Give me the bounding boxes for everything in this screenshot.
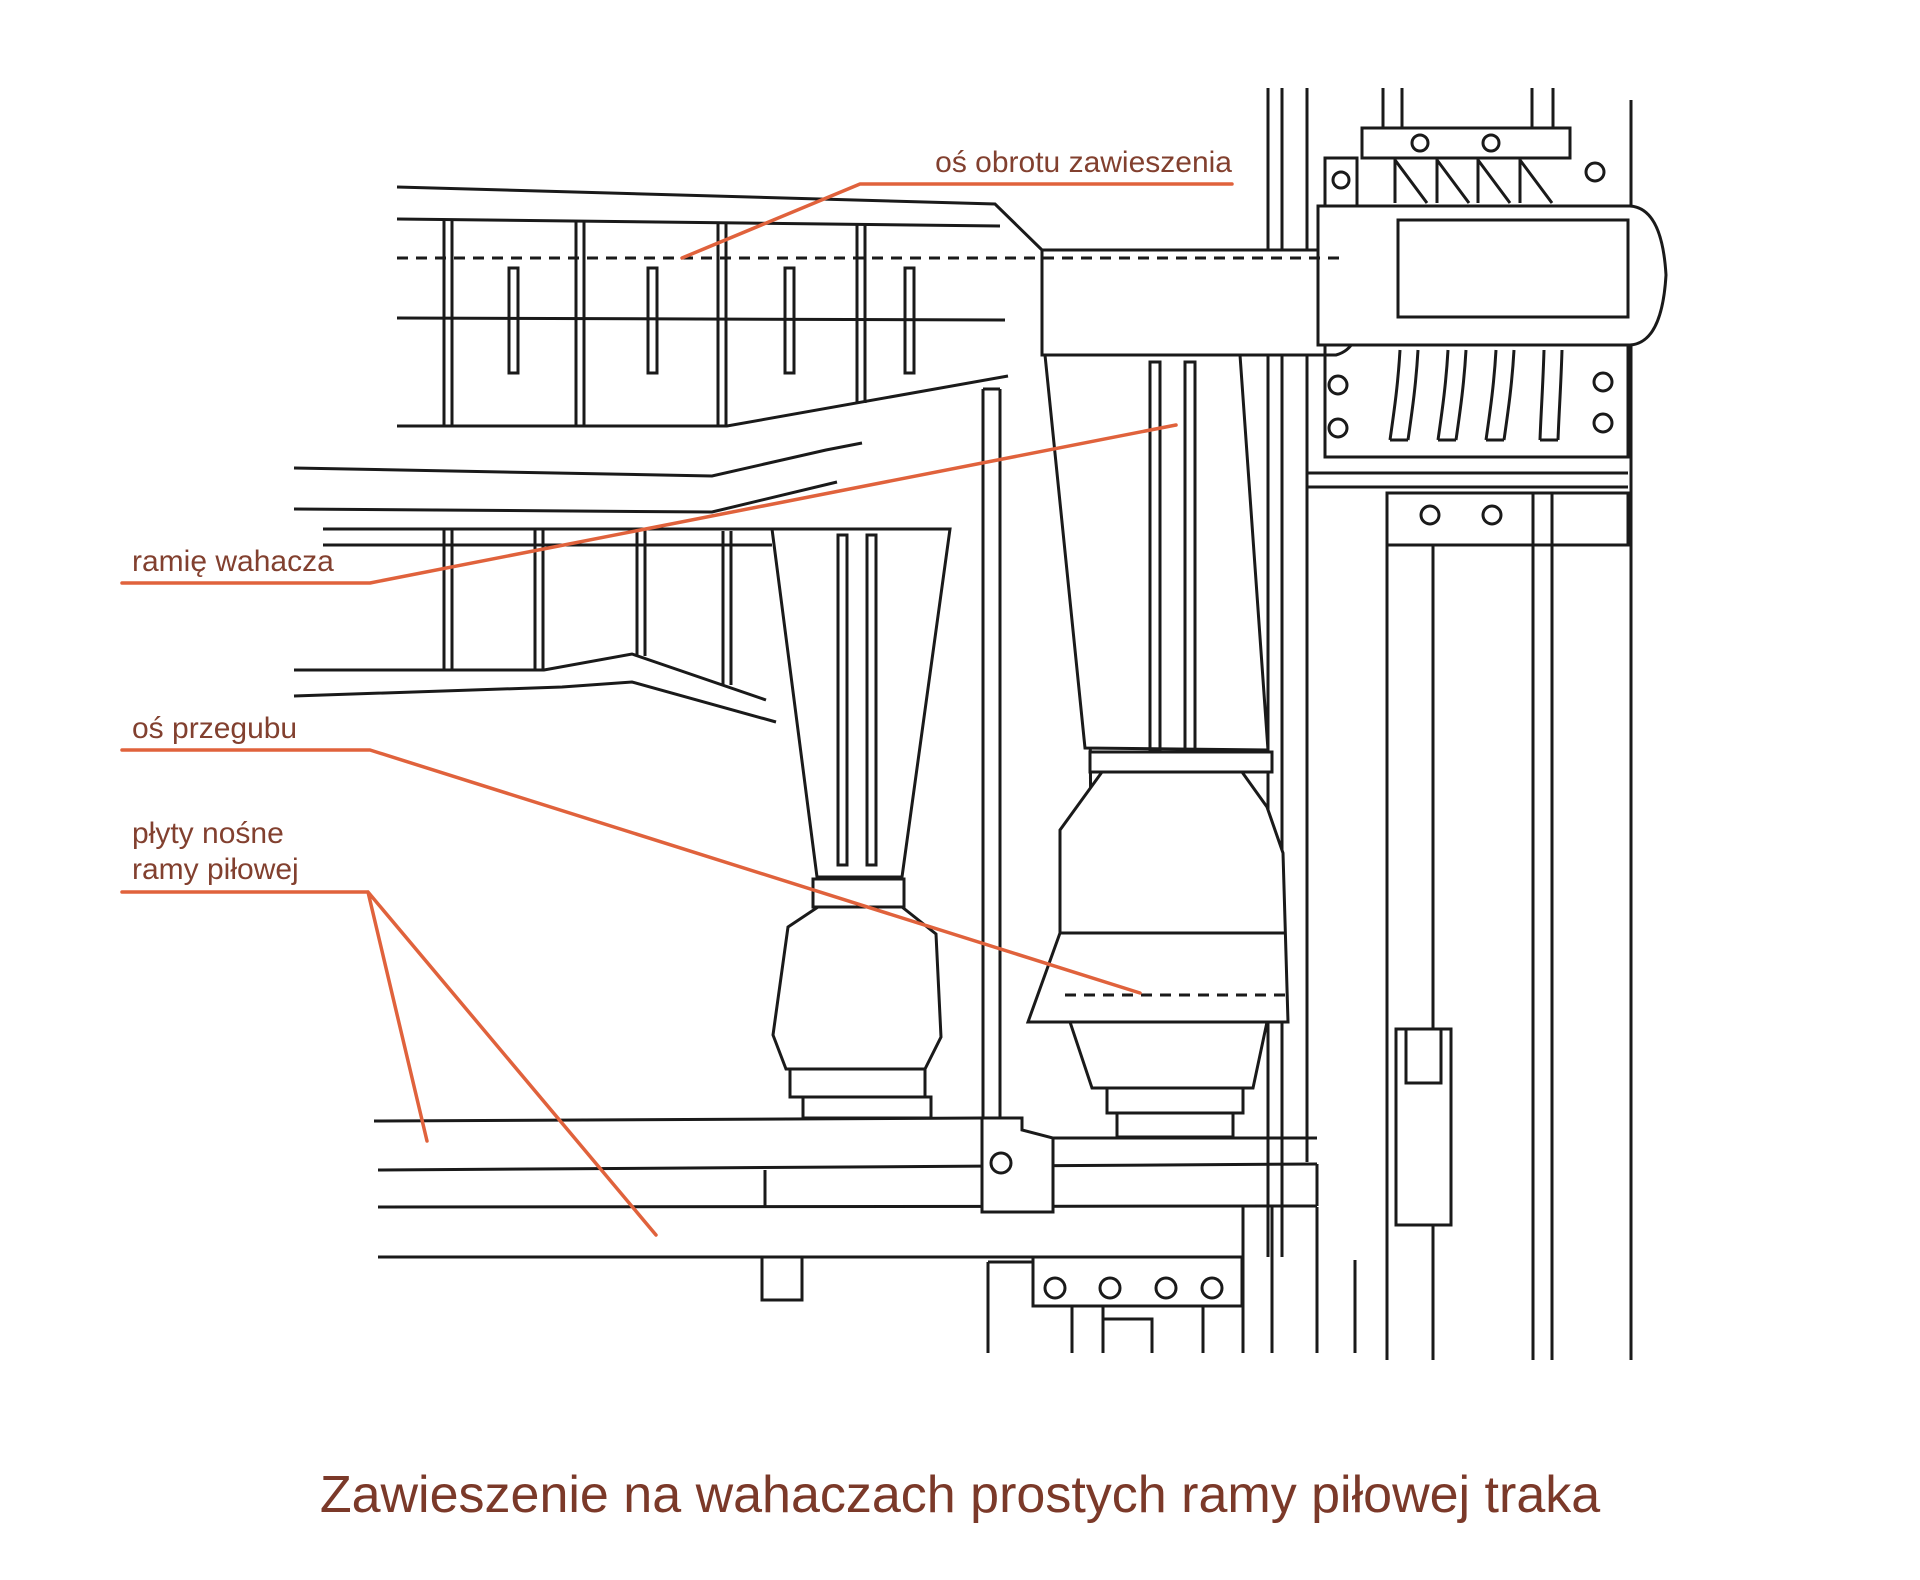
- swingarm-hub: [1040, 248, 1362, 357]
- labels: oś obrotu zawieszenia ramię wahacza oś p…: [132, 146, 1232, 886]
- diagram-title: Zawieszenie na wahaczach prostych ramy p…: [320, 1466, 1600, 1524]
- bottom-rails: [373, 1116, 1357, 1353]
- label-rocker-arm: ramię wahacza: [132, 545, 334, 578]
- label-joint-axis: oś przegubu: [132, 712, 297, 745]
- label-carrier-plates-line2: ramy piłowej: [132, 853, 299, 886]
- spring-bearing-assembly: [1305, 126, 1668, 1360]
- label-carrier-plates-line1: płyty nośne: [132, 817, 284, 850]
- leader-joint-axis: [120, 748, 1142, 995]
- leader-carrier-plates: [120, 890, 658, 1237]
- mid-swingarm: [293, 441, 863, 724]
- leader-pivot-axis: [680, 182, 1234, 260]
- axes: [397, 256, 1345, 997]
- leader-lines: [120, 182, 1234, 1237]
- label-pivot-axis: oś obrotu zawieszenia: [935, 146, 1232, 179]
- right-hanger: [1025, 353, 1290, 1139]
- upper-swingarm: [396, 185, 1044, 428]
- left-funnel-hanger: [770, 527, 952, 1120]
- leader-rocker-arm: [120, 423, 1178, 585]
